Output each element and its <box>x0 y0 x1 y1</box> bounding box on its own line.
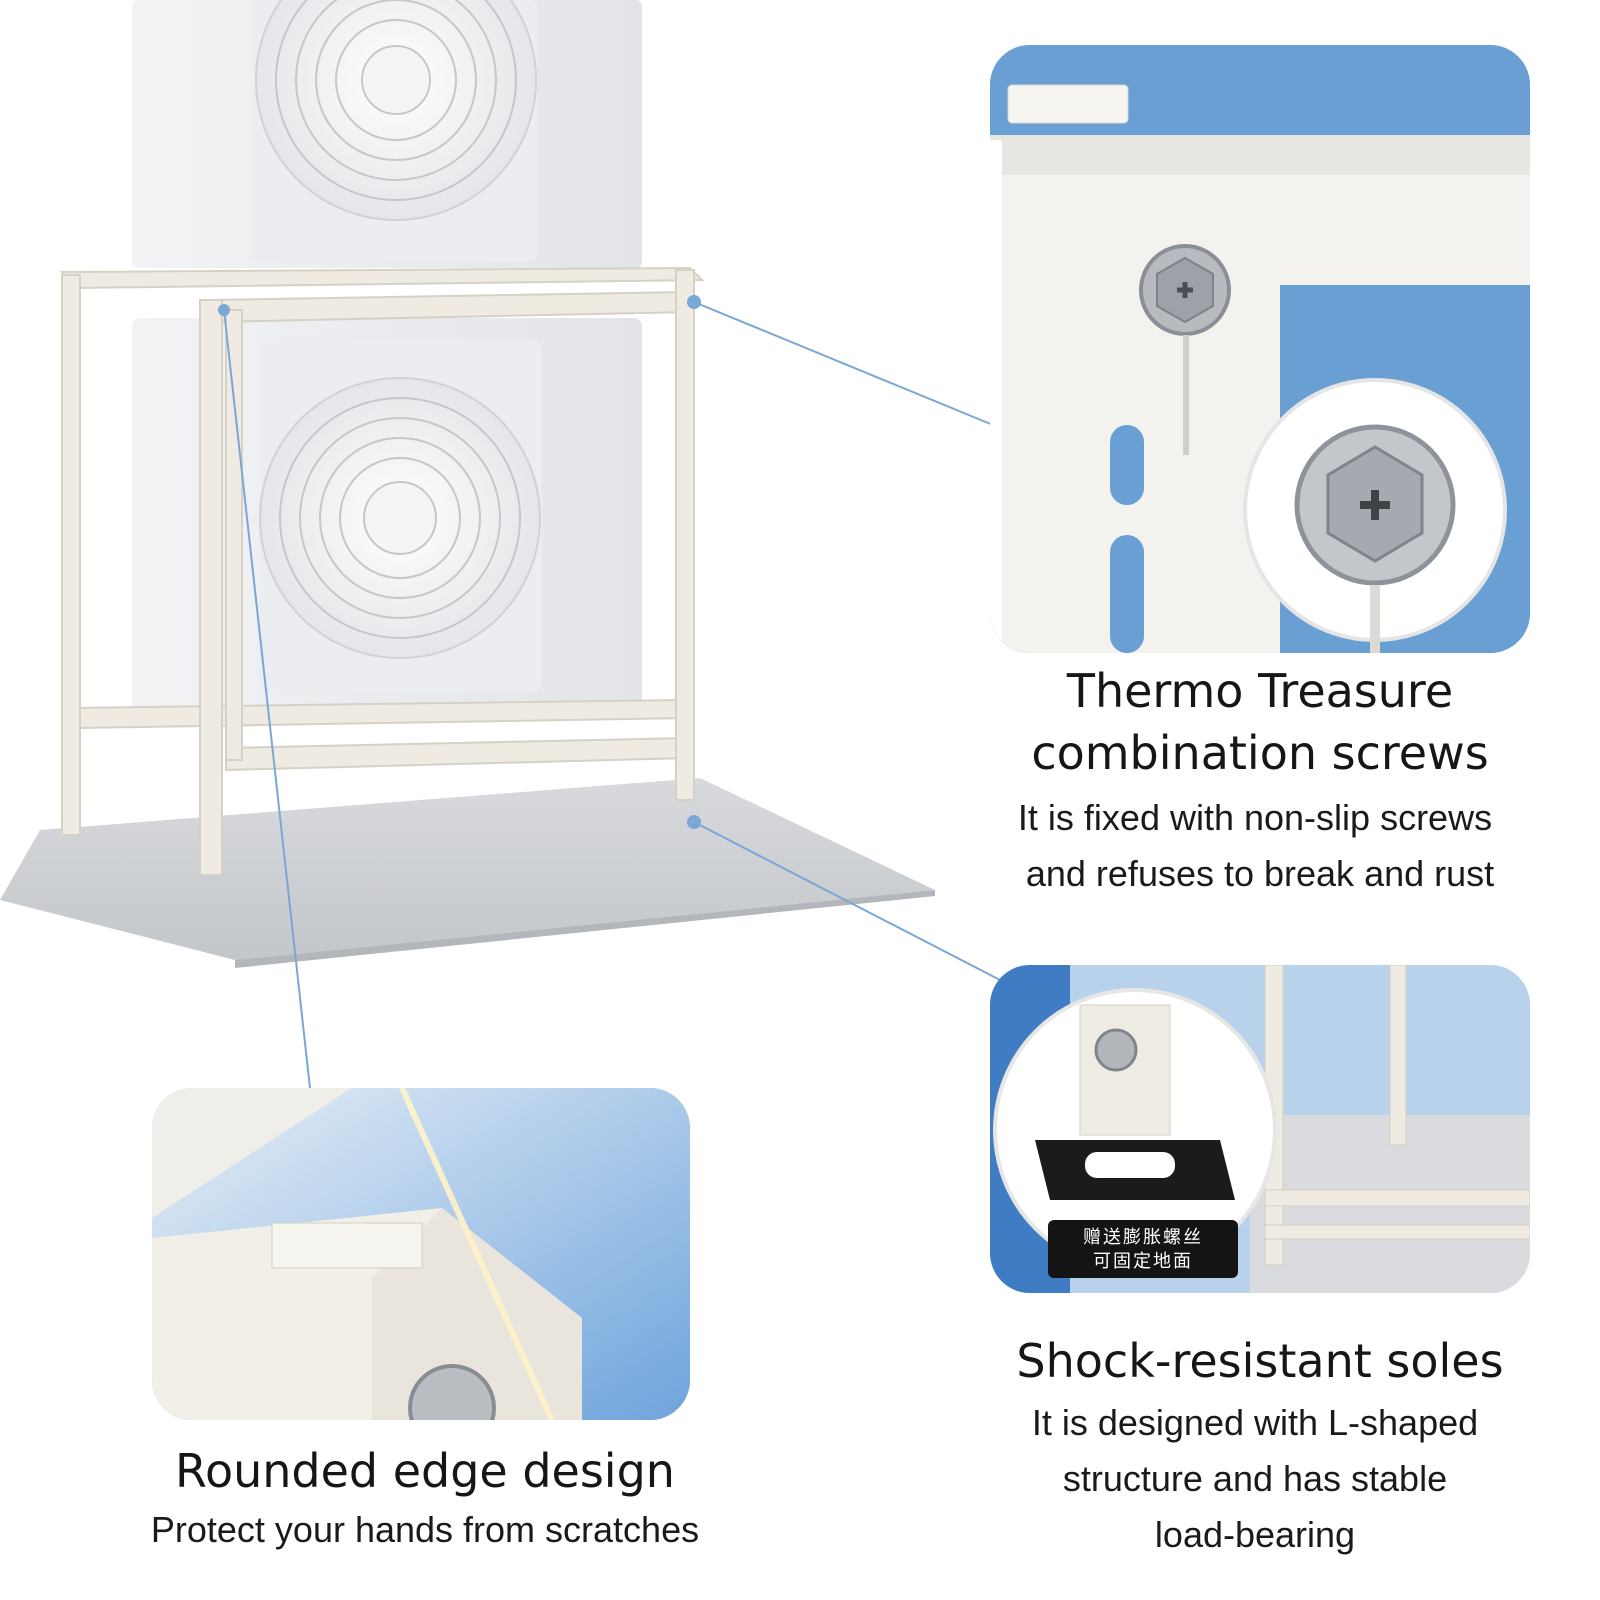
badge-line2: 可固定地面 <box>1093 1251 1193 1272</box>
soles-desc-line1: It is designed with L-shaped <box>1031 1402 1479 1443</box>
product-illustration <box>0 0 935 968</box>
rack-frame <box>60 266 705 876</box>
screw-closeup-image <box>990 45 1530 653</box>
sole-detail-panel <box>990 965 1530 1293</box>
screw-detail-panel <box>990 45 1530 653</box>
edge-title: Rounded edge design <box>175 1444 675 1498</box>
soles-title: Shock-resistant soles <box>1016 1334 1504 1388</box>
edge-bolt-icon <box>408 1364 496 1420</box>
edge-closeup-image <box>152 1088 690 1420</box>
badge-line1: 赠送膨胀螺丝 <box>1083 1227 1203 1248</box>
screws-desc-line2: and refuses to break and rust <box>1025 853 1495 894</box>
floor-plate <box>0 778 935 960</box>
edge-desc: Protect your hands from scratches <box>150 1509 700 1550</box>
screws-desc-line1: It is fixed with non-slip screws <box>1017 797 1493 838</box>
edge-detail-panel <box>152 1088 690 1420</box>
sole-closeup-image <box>990 965 1530 1293</box>
upper-ac-unit <box>132 0 642 268</box>
screws-title-line2: combination screws <box>1031 726 1489 780</box>
sole-gift-badge: 赠送膨胀螺丝 可固定地面 <box>1048 1220 1238 1278</box>
screws-title-line1: Thermo Treasure <box>1066 664 1454 718</box>
soles-desc-line2: structure and has stable <box>1062 1458 1448 1499</box>
lower-ac-unit <box>132 318 642 713</box>
soles-desc-line3: load-bearing <box>1154 1514 1356 1555</box>
